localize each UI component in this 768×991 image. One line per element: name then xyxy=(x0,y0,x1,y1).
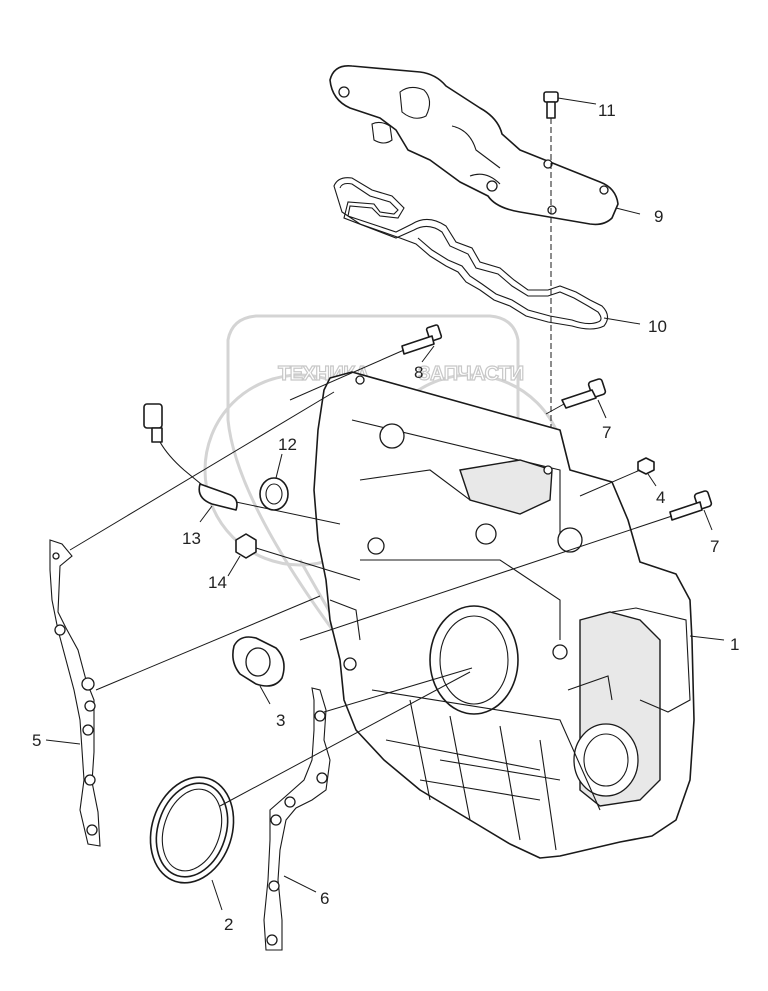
nut-part-4 xyxy=(579,457,655,497)
sensor-part-13 xyxy=(143,403,341,525)
bolt-part-7-upper xyxy=(545,378,607,415)
callout-1: 1 xyxy=(730,635,739,654)
callout-10: 10 xyxy=(648,317,667,336)
callout-leaders xyxy=(45,97,725,911)
side-gasket-part-5 xyxy=(49,391,335,847)
seal-part-12 xyxy=(259,477,289,511)
cover-gasket-part-10 xyxy=(333,177,609,330)
callout-2: 2 xyxy=(224,915,233,934)
crank-seal-part-2 xyxy=(149,671,471,884)
callout-5: 5 xyxy=(32,731,41,750)
flange-gasket-part-3 xyxy=(232,636,285,687)
callout-11: 11 xyxy=(598,101,616,120)
callout-8: 8 xyxy=(414,363,423,382)
watermark-text-right: ЗАПЧАСТИ xyxy=(418,363,524,385)
housing-part-1 xyxy=(313,371,695,859)
callout-9: 9 xyxy=(654,207,663,226)
callout-6: 6 xyxy=(320,889,329,908)
bolt-part-7-lower xyxy=(299,490,713,641)
callout-13: 13 xyxy=(182,529,201,548)
callout-labels: 1 2 3 4 5 6 7 7 8 9 10 11 12 13 14 xyxy=(32,101,739,934)
plug-part-14 xyxy=(235,533,361,581)
side-gasket-part-6 xyxy=(263,667,473,951)
callout-7-lower: 7 xyxy=(710,537,719,556)
callout-4: 4 xyxy=(656,488,665,507)
callout-7-upper: 7 xyxy=(602,423,611,442)
callout-3: 3 xyxy=(276,711,285,730)
top-cover-part-9 xyxy=(329,64,619,226)
bolt-part-8 xyxy=(289,324,443,401)
callout-12: 12 xyxy=(278,435,297,454)
callout-14: 14 xyxy=(208,573,227,592)
